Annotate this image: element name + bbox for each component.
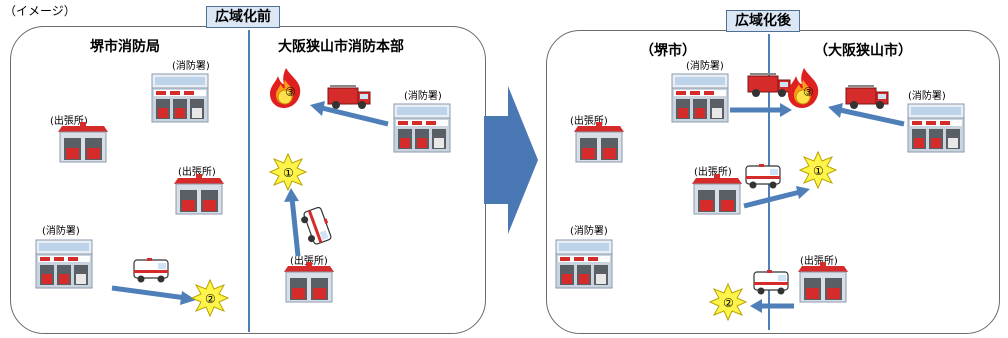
before-arrowhead-2	[180, 291, 196, 305]
after-incident-3-number: ③	[803, 85, 814, 99]
after-fire-truck-1-icon	[747, 73, 791, 98]
after-arrowhead-3a	[780, 103, 792, 117]
after-station-a-icon	[671, 73, 729, 123]
before-incident-2-number: ②	[205, 292, 216, 306]
before-station-a-icon	[151, 73, 209, 123]
after-station-c-label: (消防署)	[908, 91, 946, 102]
before-station-c-icon	[393, 103, 451, 153]
after-right-title: （大阪狭山市）	[814, 43, 912, 59]
after-fire-truck-2-icon	[845, 85, 889, 110]
after-dispatch-arrow-3b	[839, 107, 905, 127]
before-branch-a-label: (出張所)	[50, 116, 88, 127]
after-arrowhead-2	[750, 299, 762, 313]
after-tag: 広域化後	[726, 10, 800, 32]
after-ambulance-1-icon	[745, 163, 781, 190]
after-station-b-label: (消防署)	[570, 226, 608, 237]
after-branch-a-label: (出張所)	[570, 116, 608, 127]
before-branch-c-label: (出張所)	[290, 256, 328, 267]
before-arrowhead-3	[310, 101, 325, 116]
after-branch-a-icon	[573, 121, 625, 163]
before-tag: 広域化前	[206, 6, 280, 28]
before-dispatch-arrow-1	[289, 197, 301, 257]
before-station-a-label: (消防署)	[172, 61, 210, 72]
before-branch-c-icon	[283, 261, 335, 303]
after-branch-c-icon	[797, 261, 849, 303]
before-left-title: 堺市消防局	[90, 39, 160, 55]
after-station-c-icon	[907, 103, 965, 153]
after-arrowhead-1	[796, 186, 810, 199]
after-left-title: （堺市）	[640, 43, 696, 59]
after-station-a-label: (消防署)	[686, 61, 724, 72]
after-branch-b-icon	[691, 173, 743, 215]
before-ambulance-2-icon	[298, 205, 335, 247]
caption: （イメージ）	[4, 4, 76, 18]
before-incident-3-number: ③	[285, 85, 296, 99]
after-dispatch-arrow-1	[743, 189, 801, 209]
transition-arrow-icon	[484, 86, 538, 234]
after-ambulance-2-icon	[753, 269, 789, 296]
before-branch-b-label: (出張所)	[178, 167, 216, 178]
after-arrowhead-3b	[828, 103, 843, 118]
before-dispatch-arrow-3	[321, 105, 389, 127]
after-incident-1-number: ①	[813, 164, 824, 178]
before-station-b-label: (消防署)	[42, 226, 80, 237]
before-branch-b-icon	[173, 173, 225, 215]
before-ambulance-icon	[133, 257, 169, 284]
before-divider	[248, 30, 250, 332]
after-branch-b-label: (出張所)	[694, 167, 732, 178]
after-branch-c-label: (出張所)	[800, 256, 838, 267]
before-branch-a-icon	[57, 121, 109, 163]
before-station-c-label: (消防署)	[404, 91, 442, 102]
before-arrowhead-1	[284, 188, 299, 202]
after-incident-2-number: ②	[723, 296, 734, 310]
before-right-title: 大阪狭山市消防本部	[278, 39, 404, 55]
after-station-b-icon	[555, 239, 613, 289]
before-incident-1-number: ①	[283, 166, 294, 180]
before-station-b-icon	[35, 239, 93, 289]
before-dispatch-arrow-2	[111, 285, 187, 301]
before-fire-truck-icon	[327, 85, 371, 110]
